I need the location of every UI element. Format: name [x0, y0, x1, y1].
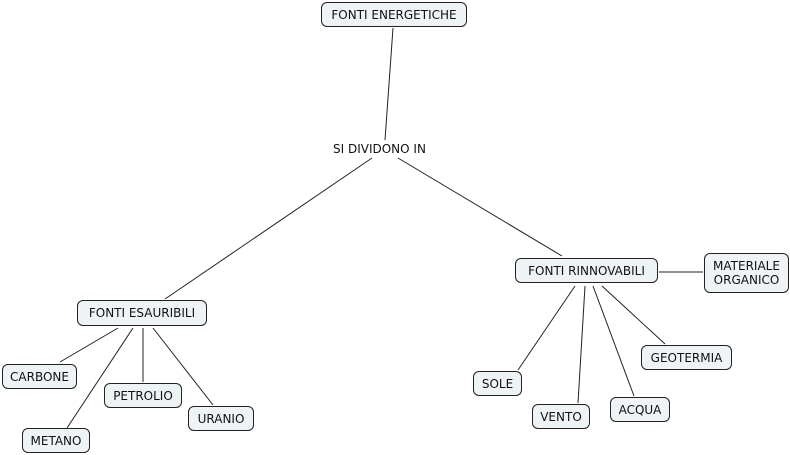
node-label-line: ORGANICO — [713, 273, 780, 287]
connector-line — [397, 157, 563, 257]
connector-line — [59, 327, 119, 363]
connector-line — [66, 327, 134, 429]
node-geotermia[interactable]: GEOTERMIA — [641, 345, 732, 370]
connector-line — [164, 157, 373, 300]
connector-line — [592, 285, 635, 397]
connector-line — [384, 27, 394, 141]
node-fonti-esauribili[interactable]: FONTI ESAURIBILI — [77, 300, 207, 326]
node-fonti-rinnovabili[interactable]: FONTI RINNOVABILI — [515, 258, 658, 283]
node-petrolio[interactable]: PETROLIO — [104, 383, 182, 408]
node-acqua[interactable]: ACQUA — [610, 397, 670, 422]
node-sole[interactable]: SOLE — [473, 371, 522, 396]
connector-line — [152, 327, 214, 406]
linking-phrase[interactable]: SI DIVIDONO IN — [333, 142, 426, 156]
node-fonti-energetiche[interactable]: FONTI ENERGETICHE — [321, 2, 467, 27]
connector-line — [517, 285, 576, 371]
node-vento[interactable]: VENTO — [532, 404, 590, 429]
node-metano[interactable]: METANO — [22, 428, 90, 453]
connector-line — [601, 285, 666, 345]
node-uranio[interactable]: URANIO — [188, 406, 254, 431]
node-materiale-organico[interactable]: MATERIALE ORGANICO — [704, 253, 789, 293]
connector-line — [577, 285, 586, 404]
node-carbone[interactable]: CARBONE — [2, 364, 77, 389]
node-label-line: MATERIALE — [713, 259, 780, 273]
